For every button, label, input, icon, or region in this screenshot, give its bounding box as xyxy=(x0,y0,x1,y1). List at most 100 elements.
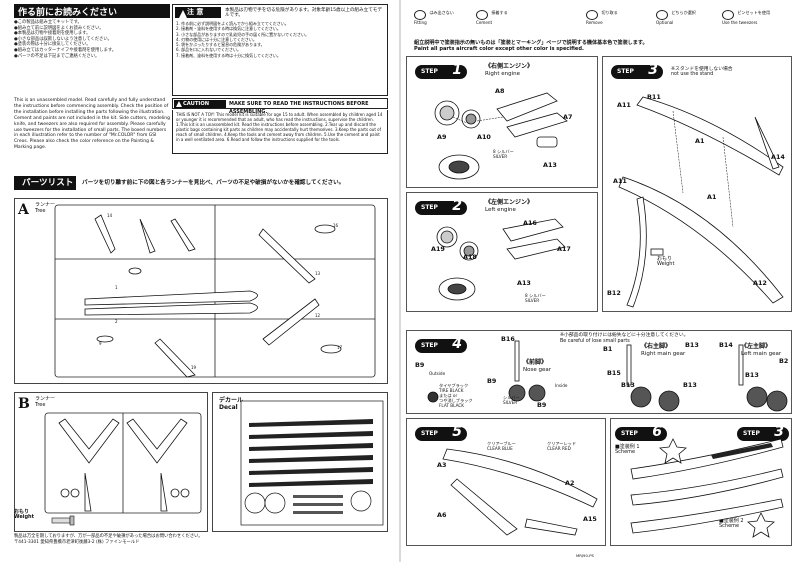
svg-text:16: 16 xyxy=(333,223,339,228)
step-6-3-panel: STEP 6 STEP 3 ■塗装例 1 Scheme ■塗装例 2 Schem… xyxy=(610,418,792,546)
caution-line: 4. 刃物の使用には十分に注意してください。 xyxy=(176,36,257,42)
part-label: A15 xyxy=(583,515,597,523)
caution-sub: 本製品は刃物で手を切る危険があります。対象年齢15歳以上の組み立てモデルです。 xyxy=(225,8,382,19)
step-2-title: 《左側エンジン》 Left engine xyxy=(485,199,533,214)
tree-b-panel: B ランナー Tree xyxy=(14,392,208,532)
caution-line: 5. 袋をかぶったりすると窒息の危険があります。 xyxy=(176,42,265,48)
part-label: B1 xyxy=(603,345,613,353)
scheme-en: Scheme xyxy=(719,523,740,529)
part-label: B9 xyxy=(487,377,497,385)
part-label: A11 xyxy=(617,101,631,109)
caution-line: 7. 接着剤、塗料を使用する時は十分に換気してください。 xyxy=(176,52,281,58)
intro-line: ●本製品は刃物や接着剤を使用します。 xyxy=(14,31,91,37)
step-6-badge: STEP 6 xyxy=(615,425,667,441)
legend-jp: どちらか選択 xyxy=(671,10,696,15)
part-label: A18 xyxy=(463,253,477,261)
intro-line: ●パーツの不足は下記までご連絡ください。 xyxy=(14,53,100,59)
part-label: B13 xyxy=(745,371,759,379)
part-label: A12 xyxy=(753,279,767,287)
legend-tweezers: ピンセットを使用 Use the tweezers xyxy=(722,10,770,36)
tree-a-letter: A xyxy=(18,202,29,218)
tree-label-jp: ランナー xyxy=(35,202,56,208)
part-label: A10 xyxy=(477,133,491,141)
part-label: A7 xyxy=(563,113,573,121)
clear-blue-note: クリアーブルー CLEAR BLUE xyxy=(487,441,516,451)
part-label: B13 xyxy=(685,341,699,349)
tree-b-label: ランナー Tree xyxy=(35,396,55,408)
legend-remove: 切り取る Remove xyxy=(586,10,618,36)
legend-cement: 接着する Cement xyxy=(476,10,508,36)
inside-label: Inside xyxy=(555,383,568,388)
scheme-jp: ■塗装例 xyxy=(719,518,739,524)
tree-label-jp: ランナー xyxy=(35,396,56,402)
step-2-silver: 8 シルバー SILVER xyxy=(525,293,546,303)
paint-note-en: Paint all parts aircraft color except ot… xyxy=(414,46,584,53)
footer-line: 〒441-3301 愛知県豊橋市老津町後藤3-2 (株) ファインモールド xyxy=(14,539,140,545)
part-label: B9 xyxy=(415,361,425,369)
step-word: STEP xyxy=(421,204,438,211)
title-en: Nose gear xyxy=(523,366,551,373)
step-4-silver: シルバー SILVER xyxy=(503,395,520,405)
english-intro: This is an unassembled model. Read caref… xyxy=(14,98,171,151)
caution-head: 注 意 xyxy=(175,7,221,18)
left-main-gear-title: 《左主脚》 Left main gear xyxy=(741,343,781,358)
part-label: B16 xyxy=(501,335,515,343)
step-1-title: 《右側エンジン》 Right engine xyxy=(485,63,533,78)
parts-list-note: パーツを切り離す前に下の図と各ランナーを見比べ、パーツの不足や破損がないかを確認… xyxy=(82,180,345,186)
part-label: A13 xyxy=(517,279,531,287)
scheme-number: 1 xyxy=(636,444,640,450)
part-label: A17 xyxy=(557,245,571,253)
legend-en: Cement xyxy=(476,20,493,25)
step-1-silver: 8 シルバー SILVER xyxy=(493,149,514,159)
color-code: 8 xyxy=(493,149,496,154)
warn-en: Be careful of lose small parts xyxy=(560,338,630,344)
scheme-number: 2 xyxy=(740,518,744,524)
footer-text: 製品は万全を期しておりますが、万が一部品の不足や破損があった場合はお問い合わせく… xyxy=(14,534,388,545)
scheme-1-label: ■塗装例 1 Scheme xyxy=(615,445,640,455)
weight-screw-icon xyxy=(51,515,75,526)
caution-label: CAUTION xyxy=(174,100,226,108)
clear-red-note: クリアーレッド CLEAR RED xyxy=(547,441,576,451)
legend-fitting: はみ出さない Fitting xyxy=(414,10,454,36)
step-number: 1 xyxy=(452,62,462,78)
part-label: B2 xyxy=(779,357,789,365)
caution-head-text: 注 意 xyxy=(187,8,204,16)
paint-note-jp: 組立説明中で塗装指示の無いものは「塗装とマーキング」ページで説明する機体基本色で… xyxy=(414,40,648,46)
weight-label: おもり Weight xyxy=(14,510,34,520)
color-jp: タイヤブラック xyxy=(439,383,469,388)
intro-line: ●小さな部品は誤飲しないよう注意してください。 xyxy=(14,36,112,42)
step-1-drawing xyxy=(434,92,568,180)
left-page: 作る前にお読みください ●この製品は組み立てキットです。 ●組み立て前に説明図を… xyxy=(14,4,388,545)
english-caution-head: CAUTION MAKE SURE TO READ THE INSTRUCTIO… xyxy=(172,98,388,115)
caution-line: 2. 接着剤・塗料を使用する時は換気に注意してください。 xyxy=(176,26,281,32)
svg-text:19: 19 xyxy=(191,365,197,370)
right-main-gear-title: 《右主脚》 Right main gear xyxy=(641,343,685,358)
weight-panel: おもり Weight xyxy=(14,510,84,530)
decal-label-jp: デカール xyxy=(219,397,244,404)
note-jp: ※スタンドを使用しない場合 xyxy=(671,67,733,72)
step-4-panel: STEP 4 《前脚》 Nose gear 《右主脚》 Right ma xyxy=(406,330,792,414)
caution-line: 3. 小さな部品がありますので乳幼児の手の届く所に置かないでください。 xyxy=(176,31,309,37)
legend-jp: ピンセットを使用 xyxy=(737,10,771,15)
step-number: 3 xyxy=(648,62,658,78)
decal-label-en: Decal xyxy=(219,404,238,411)
title-en: Right main gear xyxy=(641,350,686,357)
svg-text:1: 1 xyxy=(115,285,118,290)
legend-en: Remove xyxy=(586,20,603,25)
part-label: B15 xyxy=(607,369,621,377)
part-label: A16 xyxy=(523,219,537,227)
part-label: A1 xyxy=(695,137,705,145)
tree-b-letter: B xyxy=(18,396,30,412)
color-jp: シルバー xyxy=(497,149,514,154)
step-4-warning: ※小部品の取り付けには紛失などに十分注意してください。 Be careful o… xyxy=(560,333,688,345)
or-jp: または xyxy=(439,393,452,398)
color-en: CLEAR RED xyxy=(547,446,571,451)
page-code: MRJ90-PS xyxy=(576,553,594,558)
weight-jp: おもり xyxy=(657,256,673,262)
step-title-en: Right engine xyxy=(485,70,520,77)
step-5-drawing xyxy=(442,448,598,536)
tree-a-panel: A ランナー Tree xyxy=(14,198,388,384)
step-2-drawing xyxy=(436,218,566,301)
color-en: SILVER xyxy=(525,298,540,303)
